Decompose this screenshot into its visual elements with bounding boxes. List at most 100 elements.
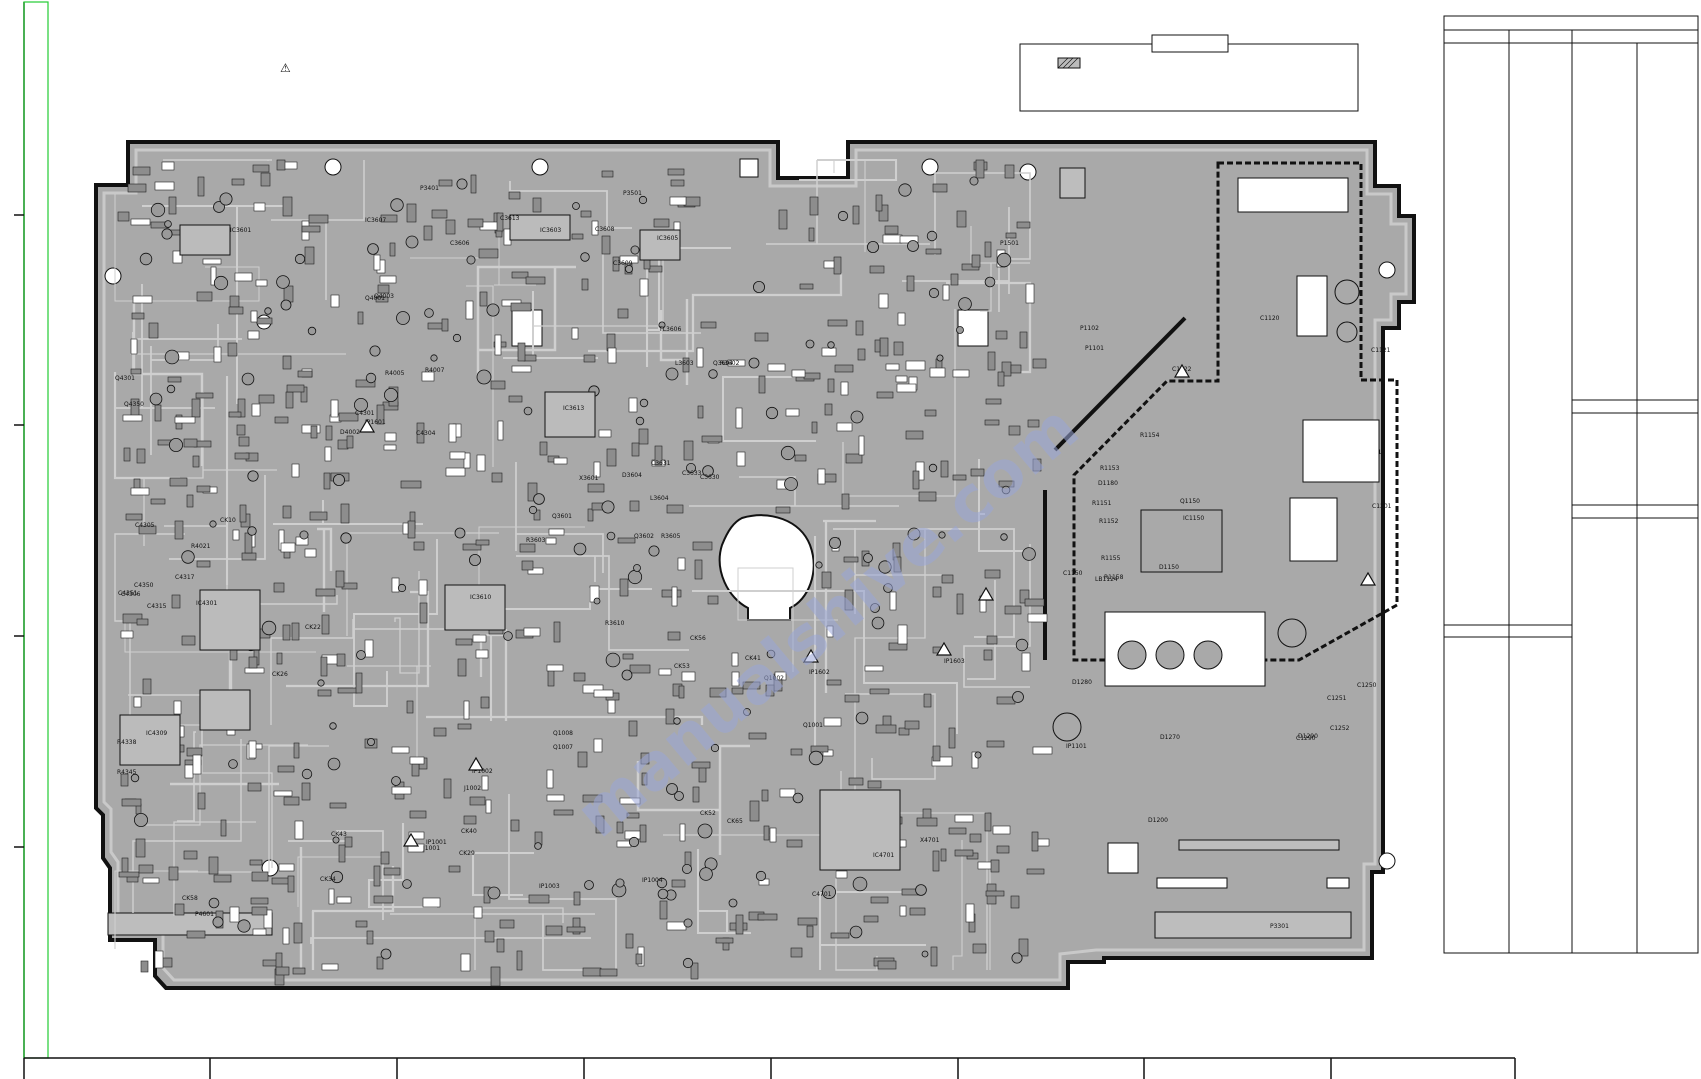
smd-footprint <box>473 906 483 919</box>
component-ref-label: C1120 <box>1260 315 1280 322</box>
smd-footprint <box>263 909 273 929</box>
smd-footprint <box>357 311 364 325</box>
smd-footprint <box>277 765 295 773</box>
smd-footprint <box>970 468 985 477</box>
via-pad <box>133 813 148 828</box>
via-pad <box>1022 547 1036 561</box>
component-ref-label: IP1101 <box>1066 743 1087 750</box>
warning-icon <box>402 832 420 847</box>
smd-footprint <box>671 586 678 607</box>
smd-footprint <box>301 225 321 233</box>
smd-footprint <box>328 888 335 905</box>
smd-footprint <box>765 684 775 697</box>
via-pad <box>878 560 892 574</box>
smd-footprint <box>840 381 849 396</box>
smd-footprint <box>593 738 603 753</box>
smd-footprint <box>885 363 900 371</box>
smd-footprint <box>140 960 149 973</box>
smd-footprint <box>228 306 244 315</box>
smd-footprint <box>229 906 240 923</box>
via-pad <box>863 553 873 563</box>
smd-footprint <box>154 950 164 969</box>
component-ref-label: IP1002 <box>472 768 493 775</box>
smd-footprint <box>803 372 821 380</box>
via-pad <box>850 410 864 424</box>
smd-footprint <box>841 493 850 510</box>
power-components <box>1052 177 1380 742</box>
via-pad <box>367 243 379 255</box>
smd-footprint <box>641 772 648 786</box>
smd-footprint <box>317 689 332 697</box>
trace <box>474 907 564 970</box>
smd-footprint <box>237 398 246 418</box>
smd-footprint <box>571 327 579 340</box>
smd-footprint <box>835 870 848 879</box>
smd-footprint <box>248 740 257 759</box>
smd-footprint <box>694 559 703 580</box>
component-ref-label: C4317 <box>175 574 195 581</box>
smd-footprint <box>171 594 181 609</box>
via-pad <box>301 768 313 780</box>
smd-footprint <box>785 408 800 417</box>
via-pad <box>621 669 633 681</box>
smd-footprint <box>283 285 294 303</box>
smd-footprint <box>132 295 153 304</box>
via-pad <box>1000 533 1008 541</box>
smd-footprint <box>950 273 959 286</box>
smd-footprint <box>321 963 339 971</box>
component-ref-label: Q4001 <box>365 295 385 302</box>
via-pad <box>332 836 340 844</box>
via-pad <box>867 240 880 253</box>
via-pad <box>209 520 217 528</box>
smd-footprint <box>577 751 588 768</box>
smd-footprint <box>677 557 686 571</box>
smd-footprint <box>131 312 145 320</box>
smd-footprint <box>607 347 617 364</box>
smd-footprint <box>438 179 453 187</box>
smd-footprint <box>667 168 685 176</box>
ic-footprint <box>639 229 681 261</box>
smd-footprint <box>918 491 937 502</box>
smd-footprint <box>231 178 245 186</box>
smd-footprint <box>338 412 359 422</box>
trace <box>394 571 420 674</box>
smd-footprint <box>593 689 614 698</box>
smd-footprint <box>954 849 974 857</box>
smd-footprint <box>874 339 881 353</box>
smd-footprint <box>379 275 397 284</box>
smd-footprint <box>519 543 536 553</box>
via-pad <box>486 303 500 317</box>
trace <box>173 821 256 916</box>
smd-footprint <box>678 685 685 699</box>
smd-footprint <box>323 472 331 490</box>
smd-footprint <box>845 453 863 464</box>
smd-footprint <box>380 214 398 223</box>
warning-icon <box>1173 363 1191 378</box>
smd-footprint <box>455 638 473 646</box>
smd-footprint <box>285 391 294 409</box>
component-ref-label: IC4301 <box>196 600 217 607</box>
via-pad <box>827 341 835 349</box>
smd-footprint <box>173 700 182 715</box>
smd-footprint <box>391 577 400 593</box>
smd-footprint <box>523 627 541 637</box>
smd-footprint <box>168 866 179 881</box>
smd-footprint <box>136 618 149 626</box>
via-pad <box>686 462 697 473</box>
smd-footprint <box>749 800 760 822</box>
component-ref-label: C1250 <box>1357 682 1377 689</box>
via-pad <box>456 178 468 190</box>
smd-footprint <box>252 928 267 936</box>
smd-footprint <box>779 788 796 798</box>
warning-icon <box>802 648 820 663</box>
smd-footprint <box>858 435 865 456</box>
smd-footprint <box>276 652 283 665</box>
smd-footprint <box>591 220 599 236</box>
trace <box>471 851 534 897</box>
component-ref-label: CK65 <box>727 818 743 825</box>
trace <box>978 459 1025 552</box>
ic-footprint <box>119 714 181 766</box>
smd-footprint <box>878 293 889 309</box>
smd-footprint <box>121 798 142 807</box>
component-ref-label: P3501 <box>623 190 642 197</box>
